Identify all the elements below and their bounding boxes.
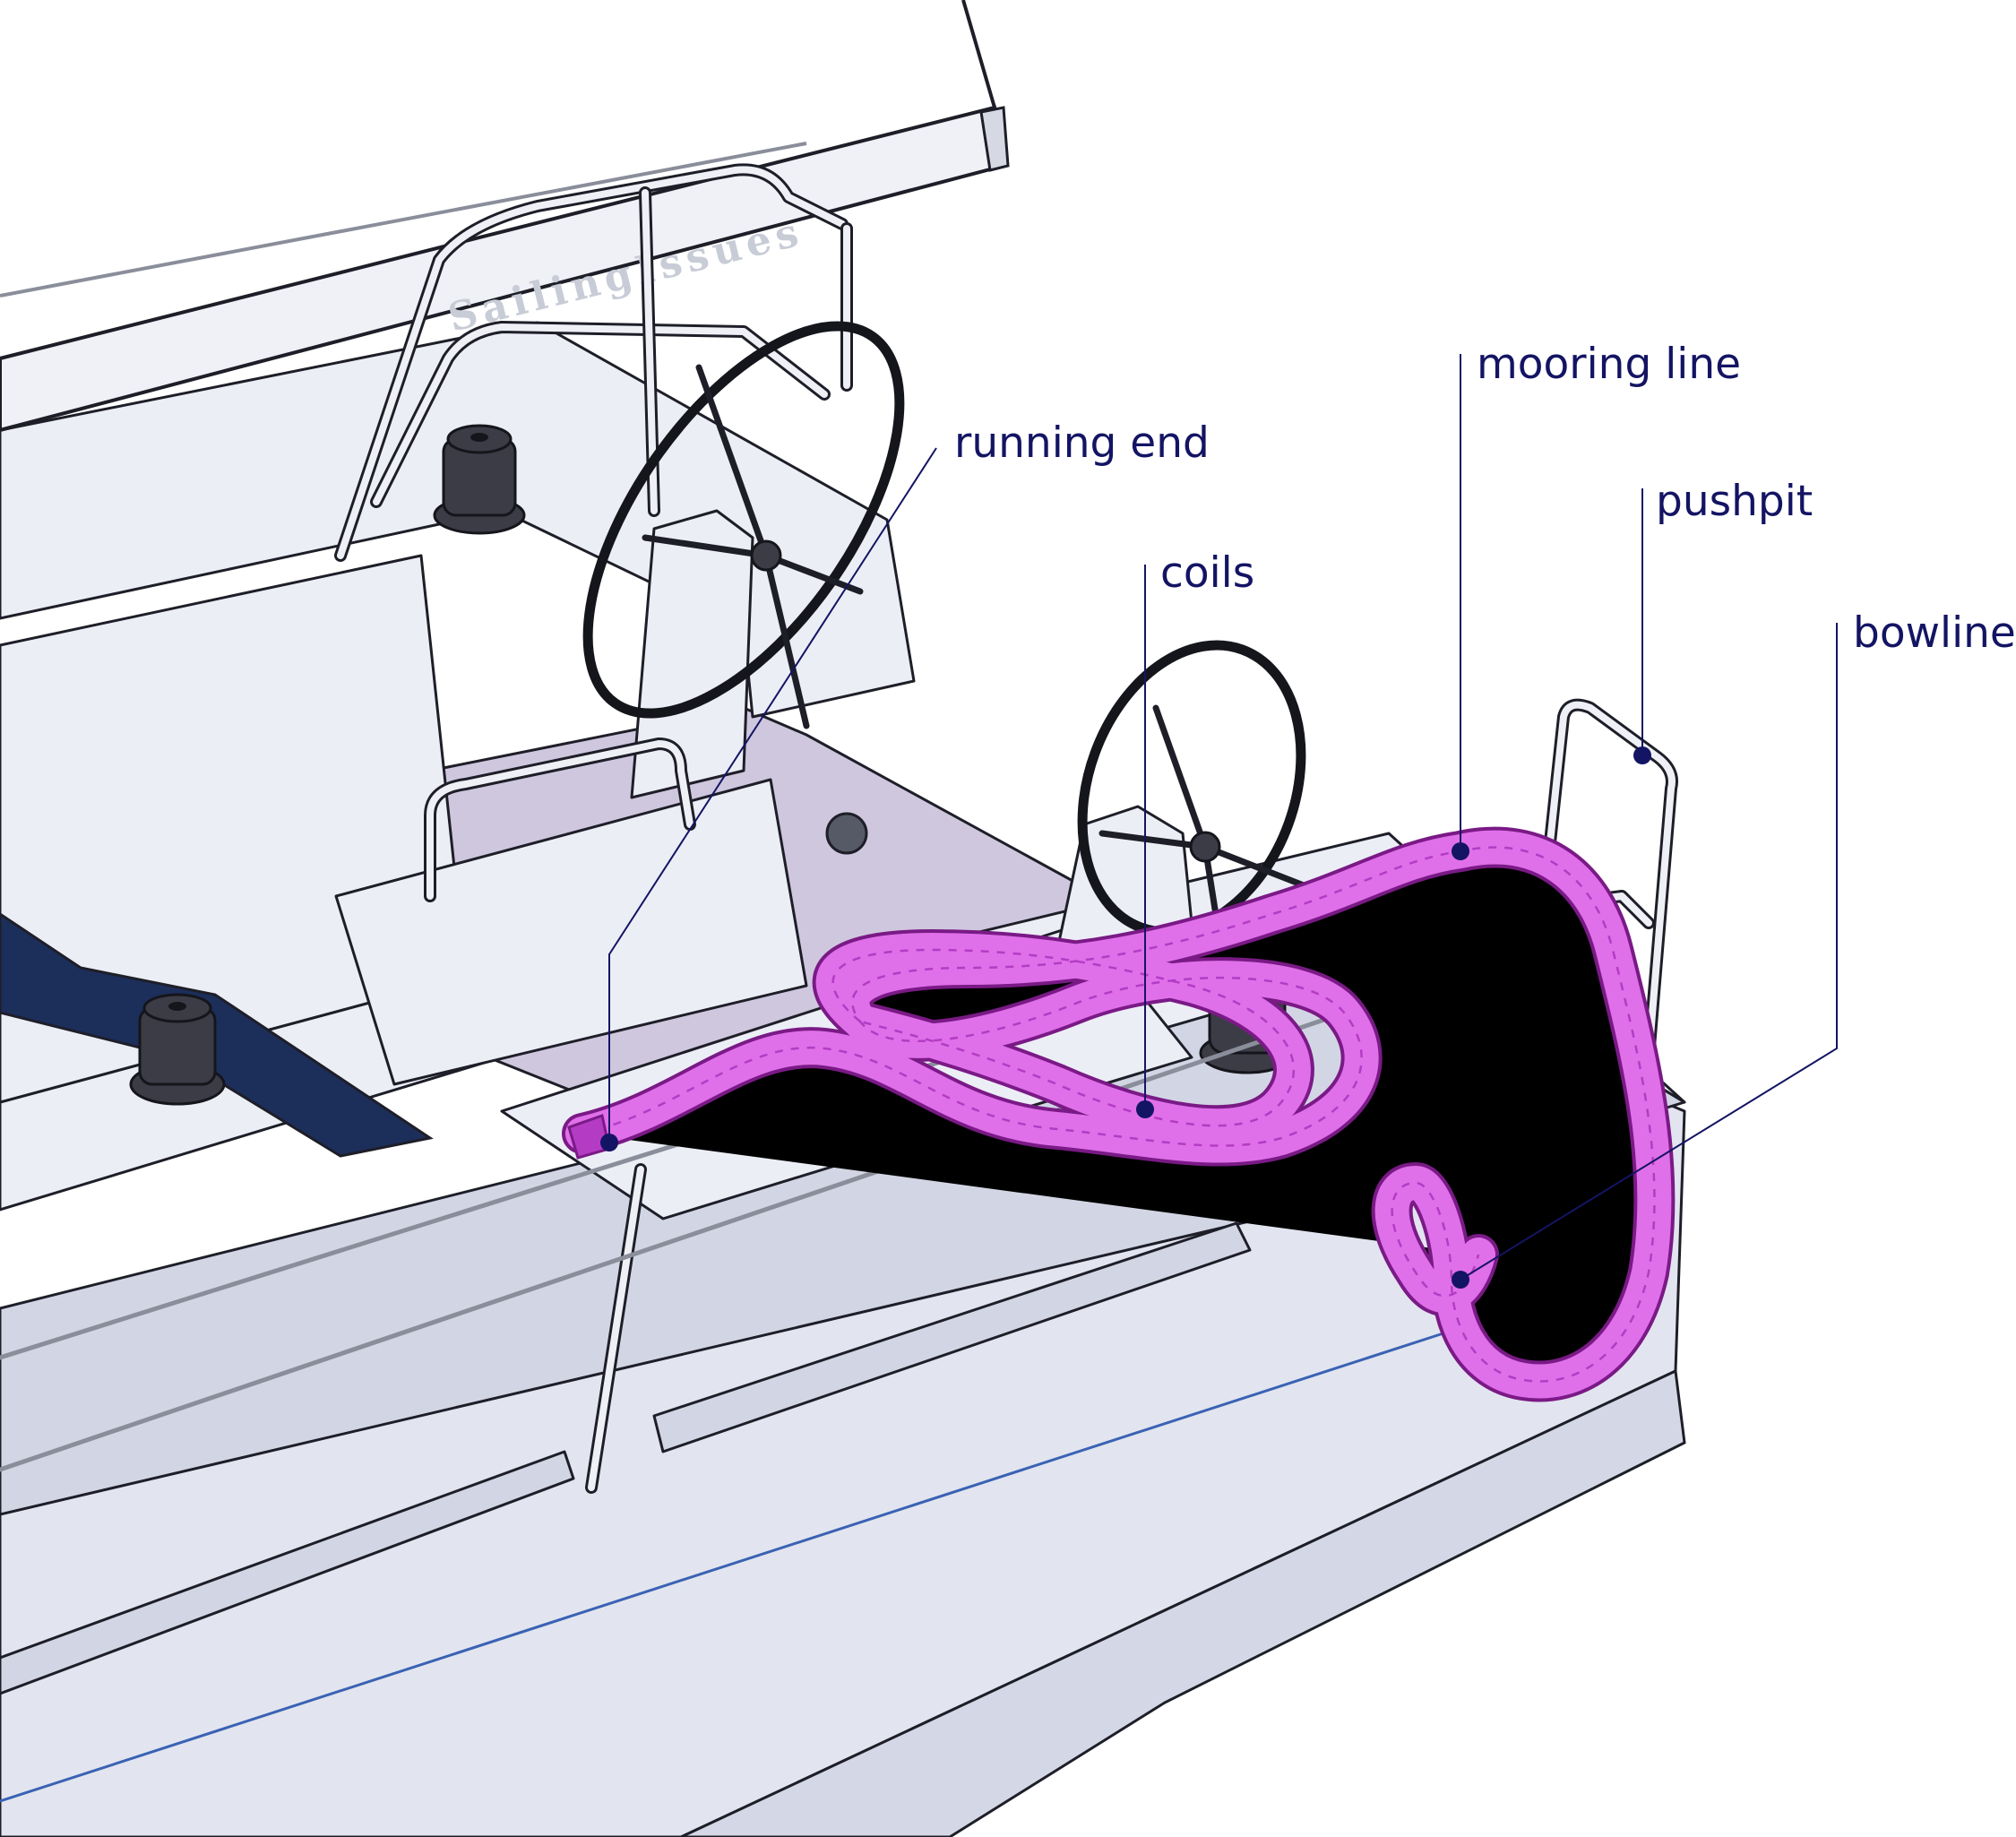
arch-rails bbox=[334, 163, 853, 902]
label-bowline: bowline bbox=[1853, 608, 2016, 658]
toe-rail-front bbox=[0, 1450, 575, 1695]
rope-path bbox=[582, 847, 1655, 1382]
steering-wheel-fwd bbox=[1077, 640, 1312, 937]
waterline-stripe bbox=[0, 1329, 1452, 1803]
label-pushpit: pushpit bbox=[1656, 477, 1813, 526]
annotations: running end coils mooring line pushpit b… bbox=[600, 340, 2016, 1289]
label-running-end: running end bbox=[954, 418, 1210, 468]
topping-lift bbox=[0, 142, 807, 298]
dot-coils bbox=[1136, 1100, 1154, 1118]
hull-bottom bbox=[680, 1368, 1686, 1837]
boom-end bbox=[979, 106, 1010, 172]
sail-edge bbox=[961, 0, 996, 108]
label-coils: coils bbox=[1160, 548, 1254, 598]
mooring-rope bbox=[569, 848, 1654, 1382]
deck-drain bbox=[825, 812, 868, 855]
steering-wheels bbox=[582, 321, 1312, 937]
toe-rail-mid bbox=[652, 1221, 1252, 1453]
winch-cockpit bbox=[129, 993, 226, 1106]
dot-bowline bbox=[1452, 1271, 1469, 1289]
dot-mooring-line bbox=[1452, 842, 1469, 860]
dot-pushpit bbox=[1633, 746, 1651, 764]
label-mooring-line: mooring line bbox=[1477, 340, 1741, 389]
leader-running-end bbox=[608, 447, 937, 1143]
steering-wheel-aft bbox=[582, 321, 905, 729]
seat-backrest bbox=[334, 778, 808, 1086]
dot-running-end bbox=[600, 1134, 618, 1151]
winch-cabin-top bbox=[433, 424, 526, 535]
leader-bowline bbox=[1460, 623, 1838, 1281]
